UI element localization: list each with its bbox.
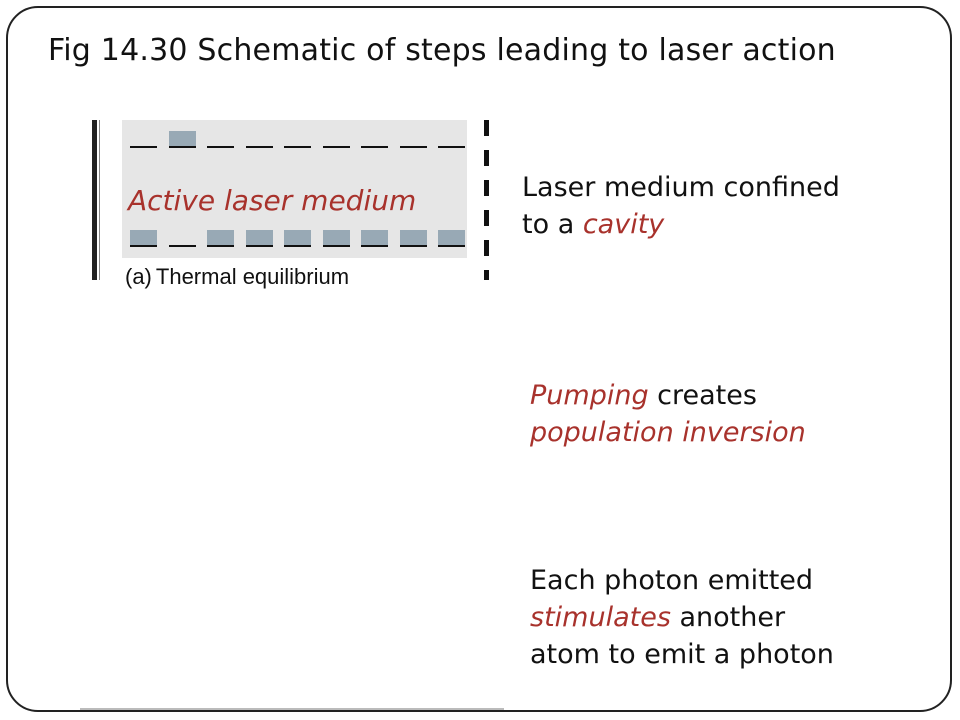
lower-level-slot	[207, 245, 234, 247]
lower-level-slot	[361, 245, 388, 247]
lower-level-atom	[361, 230, 388, 245]
caption-letter: (a)	[125, 264, 152, 289]
lower-level-atom	[246, 230, 273, 245]
stimulates-keyword: stimulates	[530, 602, 671, 633]
upper-level-slot	[284, 146, 311, 148]
slide-title: Fig 14.30 Schematic of steps leading to …	[48, 33, 836, 68]
stimulation-note-line3: atom to emit a photon	[530, 639, 834, 670]
left-mirror	[92, 120, 97, 280]
upper-level-slot	[130, 146, 157, 148]
upper-energy-level-row	[130, 128, 465, 148]
stimulation-note-line1: Each photon emitted	[530, 565, 814, 596]
right-partial-mirror	[484, 120, 489, 280]
caption-text: Thermal equilibrium	[155, 264, 350, 289]
lower-level-slot	[130, 245, 157, 247]
cavity-note-prefix: to a	[522, 209, 583, 240]
lower-level-atom	[400, 230, 427, 245]
upper-level-slot	[361, 146, 388, 148]
upper-level-slot	[400, 146, 427, 148]
upper-level-slot	[169, 146, 196, 148]
lower-level-atom	[207, 230, 234, 245]
pumping-note-line1: Pumping creates	[530, 377, 806, 414]
lower-level-atom	[323, 230, 350, 245]
left-mirror-edge	[99, 120, 100, 280]
slide-frame	[6, 6, 952, 712]
cavity-note-line2: to a cavity	[522, 206, 840, 243]
population-inversion-keyword: population inversion	[530, 417, 806, 448]
lower-level-slot	[246, 245, 273, 247]
cavity-keyword: cavity	[582, 209, 665, 240]
lower-level-slot	[284, 245, 311, 247]
upper-level-slot	[246, 146, 273, 148]
upper-level-atom	[169, 131, 196, 146]
cavity-note: Laser medium confined to a cavity	[522, 169, 840, 243]
pumping-note: Pumping creates population inversion	[530, 377, 806, 451]
active-medium-label: Active laser medium	[128, 184, 417, 217]
upper-level-slot	[207, 146, 234, 148]
pumping-keyword: Pumping	[530, 380, 649, 411]
lower-energy-level-row	[130, 227, 465, 247]
pumping-note-suffix: creates	[648, 380, 757, 411]
stimulation-note-line2: stimulates another	[530, 599, 834, 636]
stimulation-note-suffix: another	[670, 602, 786, 633]
lower-level-atom	[130, 230, 157, 245]
lower-level-slot	[400, 245, 427, 247]
stimulation-note: Each photon emitted stimulates another a…	[530, 562, 834, 673]
cavity-note-line1: Laser medium confined	[522, 172, 840, 203]
upper-level-slot	[323, 146, 350, 148]
lower-level-slot	[169, 245, 196, 247]
upper-level-slot	[438, 146, 465, 148]
lower-level-atom	[284, 230, 311, 245]
lower-level-atom	[438, 230, 465, 245]
figure-caption: (a)Thermal equilibrium	[125, 264, 349, 290]
lower-level-slot	[323, 245, 350, 247]
bottom-rule	[80, 708, 504, 710]
lower-level-slot	[438, 245, 465, 247]
